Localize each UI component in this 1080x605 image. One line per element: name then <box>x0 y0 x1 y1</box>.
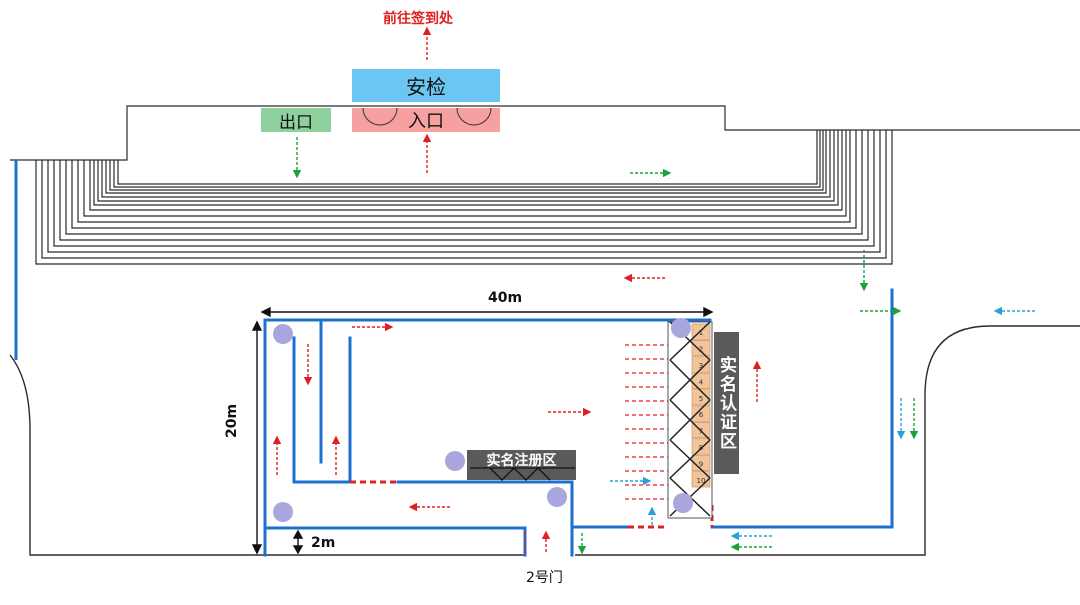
exit-label: 出口 <box>279 112 313 133</box>
verification-slot-number: 9 <box>699 460 703 468</box>
verification-slot <box>691 389 711 406</box>
verification-slot-number: 5 <box>699 395 703 403</box>
verification-area-label: 实名认证区 <box>716 355 736 451</box>
green-flow-arrows <box>292 137 919 555</box>
staff-dot <box>673 493 693 513</box>
staff-dot <box>273 502 293 522</box>
stadium-outline <box>10 105 1080 265</box>
blue-flow-arrows <box>610 306 1035 541</box>
registration-area-label: 实名注册区 <box>486 452 557 469</box>
verification-slot-number: 6 <box>699 411 704 419</box>
entrance-turnstile-left <box>362 107 398 126</box>
road-edges <box>9 325 1080 556</box>
verification-slot-number: 2 <box>699 346 703 354</box>
staff-dot <box>547 487 567 507</box>
staff-positions <box>273 318 693 522</box>
height-dimension-label: 20m <box>224 403 240 438</box>
entrance-box <box>352 108 500 132</box>
security-check-label: 安检 <box>406 75 446 99</box>
red-flow-arrows <box>272 26 762 552</box>
to-checkin-label: 前往签到处 <box>383 11 453 27</box>
verification-slot-number: 4 <box>699 378 704 386</box>
entrance-turnstile-right <box>456 107 492 126</box>
verification-slot <box>691 372 711 389</box>
dimension-lines <box>251 306 714 555</box>
gap-dimension-label: 2m <box>311 535 336 551</box>
entrance-label: 入口 <box>408 111 444 132</box>
verification-slot <box>691 454 711 471</box>
exit-box <box>261 108 331 132</box>
registration-desk-marks <box>470 467 575 481</box>
red-gates <box>350 480 714 555</box>
verification-slot <box>691 438 711 455</box>
width-dimension-label: 40m <box>488 290 523 306</box>
staff-dot <box>671 318 691 338</box>
staff-dot <box>273 324 293 344</box>
verification-slot <box>691 356 711 373</box>
verification-area-box <box>714 332 739 474</box>
staff-dot <box>445 451 465 471</box>
verification-slot-number: 10 <box>697 477 706 485</box>
verification-queue-lines <box>625 344 668 500</box>
queue-barriers <box>263 288 894 557</box>
security-check-box <box>352 69 500 102</box>
verification-slot-number: 3 <box>699 362 703 370</box>
gate-2-label: 2号门 <box>526 570 563 586</box>
verification-slot-number: 1 <box>699 329 703 337</box>
verification-slot <box>691 340 711 357</box>
verification-slot <box>691 405 711 422</box>
